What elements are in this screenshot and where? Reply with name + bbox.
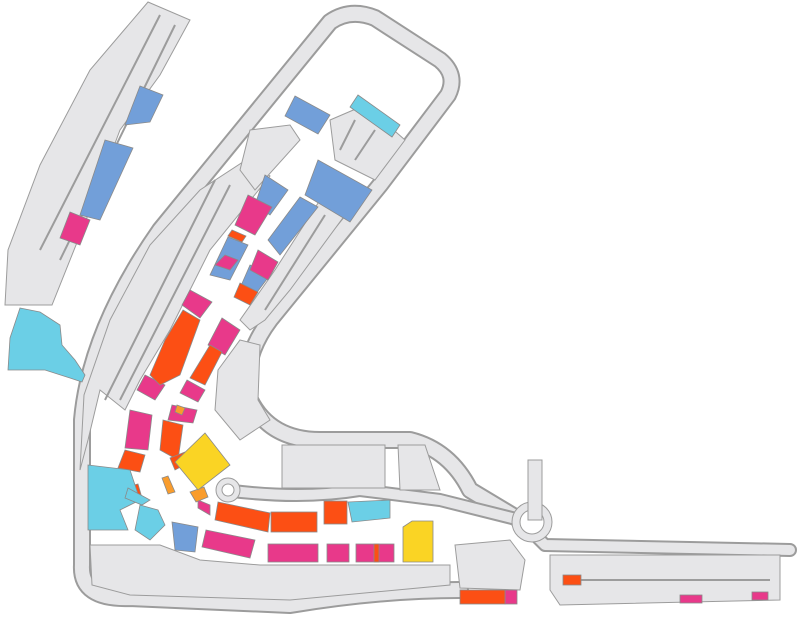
store [504,589,518,605]
parking-lot-north-upper [239,124,301,191]
store [181,289,213,319]
parking-lot-center [214,339,271,441]
road-network [72,4,797,614]
store [124,487,151,506]
store [214,501,271,533]
store [751,591,769,601]
store [373,543,380,563]
store [124,409,153,451]
store [267,543,319,563]
parking-lot-east [397,444,441,491]
store [349,94,401,138]
store [459,589,506,605]
store [174,432,231,491]
stores-orange [117,229,582,605]
store [7,307,86,383]
stores-cyan [7,94,401,541]
stores-blue [79,85,373,553]
store [326,543,350,563]
store [267,196,319,256]
store [562,574,582,586]
store [270,511,318,533]
store [234,194,273,236]
store [284,95,331,135]
store [124,85,164,126]
store [249,249,279,281]
store [59,211,91,246]
store [134,504,166,541]
garage-building [281,444,386,489]
store [207,317,241,356]
store [347,499,391,523]
store [197,499,211,516]
access-road-vertical [527,459,543,521]
store [227,229,247,243]
store [179,379,206,403]
store [149,309,201,386]
store [679,594,703,604]
store [189,344,223,386]
stores-light-orange [161,404,209,503]
parking-lot-southeast [454,539,526,591]
store [323,500,348,525]
parking-lot-west [79,159,271,471]
store [304,159,373,223]
store [201,529,256,559]
store [214,254,239,271]
stores-yellow [174,432,434,563]
store [87,464,141,531]
store [171,521,199,553]
store [79,139,134,221]
parking-lot-bottom [89,544,451,601]
store [174,404,186,416]
store [161,475,176,495]
store [233,282,259,306]
store [402,520,434,563]
store [117,449,146,473]
